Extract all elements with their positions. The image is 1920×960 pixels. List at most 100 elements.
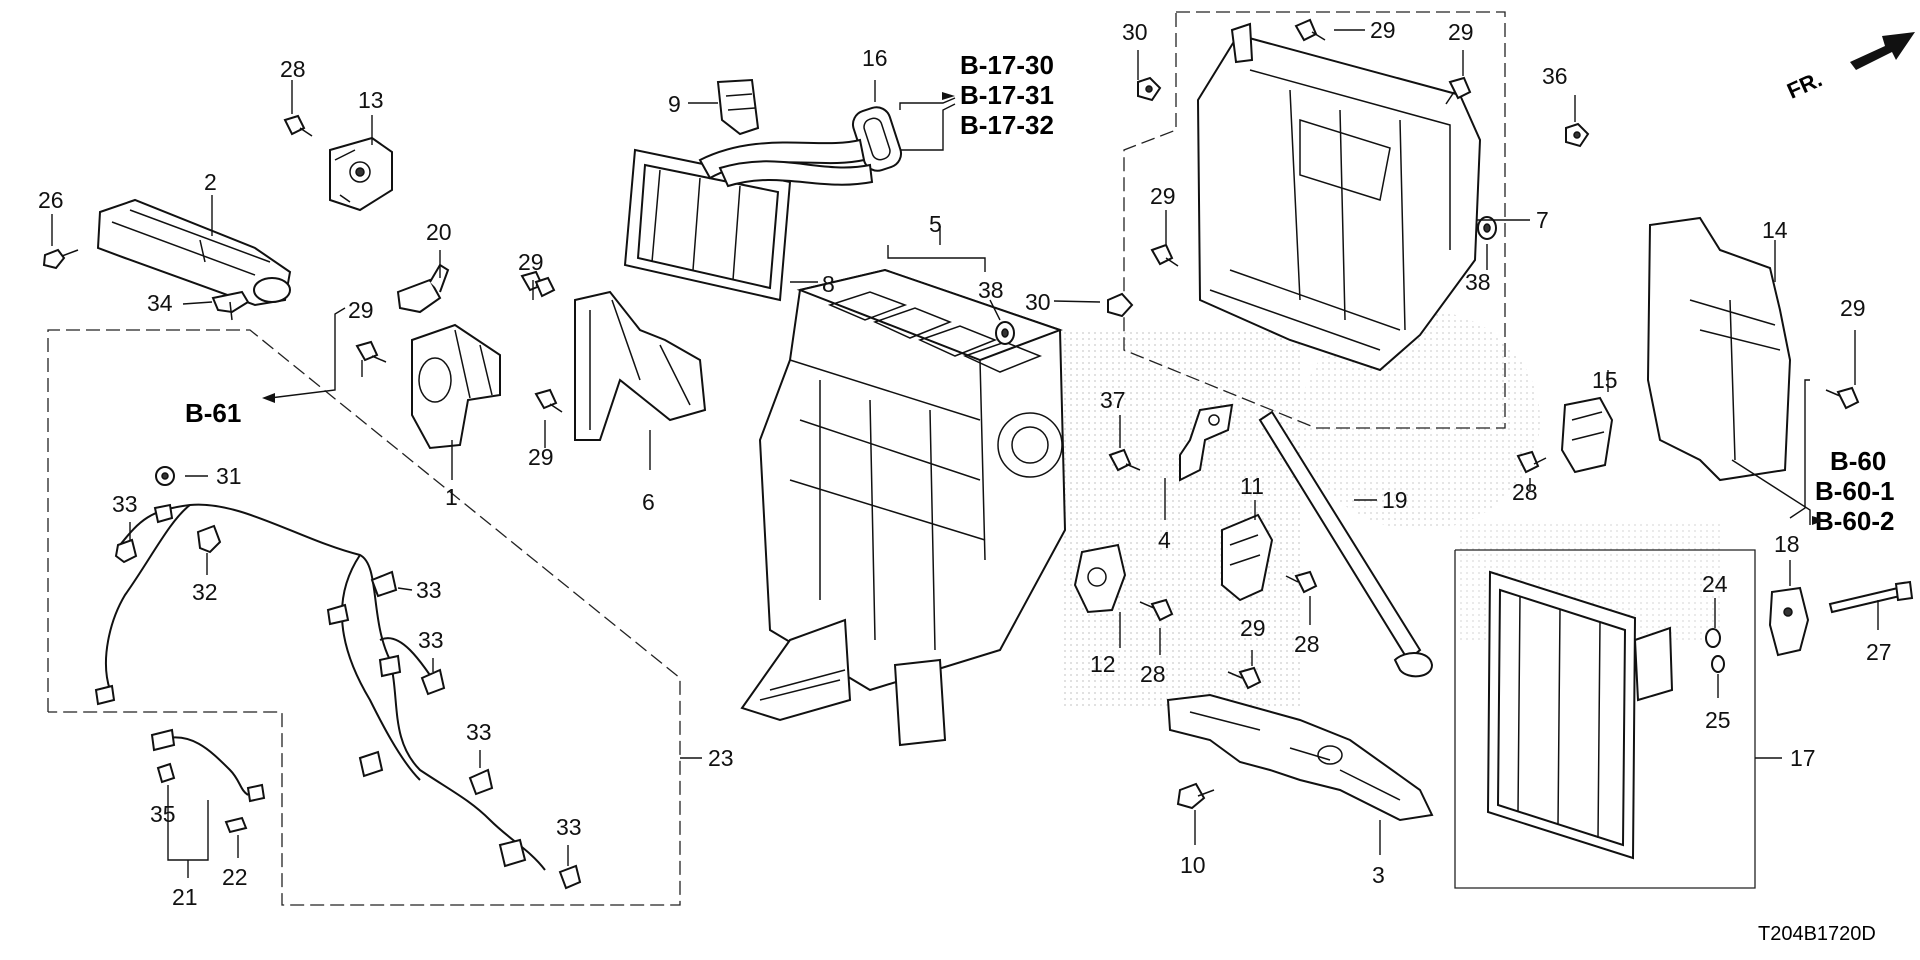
part-actuator-11: [1221, 513, 1274, 602]
ref-b17-30[interactable]: B-17-30: [960, 50, 1054, 80]
callout-34: 34: [147, 290, 173, 316]
part-nut-30b: [1137, 76, 1162, 102]
part-screw-28a: [283, 114, 313, 137]
callout-28b: 28: [1512, 479, 1538, 505]
part-sensor-20: [396, 263, 450, 314]
callout-33d: 33: [466, 719, 492, 745]
part-expansion-valve-18: [1768, 586, 1810, 657]
front-label: FR.: [1783, 66, 1826, 103]
part-clamp-9: [716, 78, 760, 136]
part-upper-case-7: [1196, 22, 1482, 372]
part-o-ring-25: [1711, 655, 1725, 673]
callout-2: 2: [204, 169, 217, 195]
part-screw-28c: [1285, 570, 1318, 594]
part-screw-29h: [1825, 386, 1860, 410]
callout-32: 32: [192, 579, 218, 605]
part-screw-29e: [534, 276, 556, 298]
part-actuator-13: [329, 136, 393, 212]
part-screw-37: [1108, 448, 1141, 472]
ref-b60[interactable]: B-60: [1830, 446, 1886, 476]
part-duct-2: [96, 198, 292, 307]
part-screw-29f: [355, 340, 387, 363]
callout-33e: 33: [556, 814, 582, 840]
callout-15: 15: [1592, 367, 1618, 393]
callout-31: 31: [216, 463, 242, 489]
front-direction-indicator: FR.: [1783, 32, 1915, 104]
callout-21: 21: [172, 884, 198, 910]
ref-b60-1[interactable]: B-60-1: [1815, 476, 1894, 506]
part-screw-10: [1176, 782, 1215, 810]
callout-numbers: 28 13 26 2 20 34 29 1 29 29 6 9 16 8 5 3…: [38, 17, 1892, 910]
reference-arrows: [262, 92, 1825, 525]
part-screw-29i: [1227, 666, 1262, 690]
reference-codes: B-17-30 B-17-31 B-17-32 B-61 B-60 B-60-1…: [185, 50, 1894, 536]
part-grommet-16: [851, 106, 903, 172]
part-washer-38a: [995, 321, 1015, 345]
part-sub-harness-21: [150, 728, 266, 803]
callout-37: 37: [1100, 387, 1126, 413]
ref-b17-31[interactable]: B-17-31: [960, 80, 1054, 110]
callout-29b: 29: [1448, 19, 1474, 45]
ref-b61[interactable]: B-61: [185, 398, 241, 428]
callout-11: 11: [1240, 473, 1264, 499]
part-clip-33d: [468, 768, 494, 796]
callout-13: 13: [358, 87, 384, 113]
part-screw-28d: [1139, 598, 1174, 622]
ref-b60-2[interactable]: B-60-2: [1815, 506, 1894, 536]
diagram-code: T204B1720D: [1758, 923, 1876, 945]
part-wire-harness-23: [94, 503, 546, 871]
part-nut-36: [1565, 122, 1590, 148]
callout-16: 16: [862, 45, 888, 71]
callout-9: 9: [668, 91, 681, 117]
callout-29f: 29: [348, 297, 374, 323]
part-clip-33b: [370, 570, 398, 598]
part-actuator-12: [1073, 543, 1127, 614]
arrow-b61-icon: [262, 393, 275, 403]
callout-22: 22: [222, 864, 248, 890]
part-screw-29a: [1294, 18, 1326, 42]
part-clip-33a: [114, 538, 138, 564]
callout-10: 10: [1180, 852, 1206, 878]
callout-25: 25: [1705, 707, 1731, 733]
callout-36: 36: [1542, 63, 1568, 89]
part-clip-33e: [558, 864, 582, 890]
callout-17: 17: [1790, 745, 1816, 771]
part-rod-19: [1258, 410, 1434, 678]
callout-7: 7: [1536, 207, 1549, 233]
callout-1: 1: [445, 484, 458, 510]
callout-18: 18: [1774, 531, 1800, 557]
callout-29i: 29: [1240, 615, 1266, 641]
callout-12: 12: [1090, 651, 1116, 677]
part-screw-28b: [1516, 450, 1547, 474]
callout-28c: 28: [1294, 631, 1320, 657]
callout-14: 14: [1762, 217, 1788, 243]
ref-b17-32[interactable]: B-17-32: [960, 110, 1054, 140]
group-outline-23: [47, 329, 681, 906]
callout-33c: 33: [418, 627, 444, 653]
part-screw-29b: [1445, 76, 1472, 105]
part-bolt-26: [42, 248, 79, 270]
callout-28a: 28: [280, 56, 306, 82]
part-washer-30a: [1107, 292, 1134, 318]
part-bolt-27: [1828, 580, 1914, 614]
leader-lines: [51, 29, 1879, 878]
callout-6: 6: [642, 489, 655, 515]
part-blower-motor-1: [411, 323, 501, 450]
callout-26: 26: [38, 187, 64, 213]
callout-29c: 29: [1150, 183, 1176, 209]
callout-30a: 30: [1025, 289, 1051, 315]
front-arrow-icon: [1850, 32, 1915, 70]
callout-29d: 29: [518, 249, 544, 275]
callout-35: 35: [150, 801, 176, 827]
callout-24: 24: [1702, 571, 1728, 597]
part-duct-3: [1166, 693, 1434, 822]
arrow-b60-icon: [1812, 516, 1825, 525]
part-clip-35: [156, 762, 176, 784]
callout-8: 8: [822, 271, 835, 297]
callout-29a: 29: [1370, 17, 1396, 43]
part-heater-core-8: [623, 138, 874, 302]
group-outline-7: [1123, 11, 1506, 429]
part-o-ring-24: [1705, 628, 1721, 648]
callout-20: 20: [426, 219, 452, 245]
